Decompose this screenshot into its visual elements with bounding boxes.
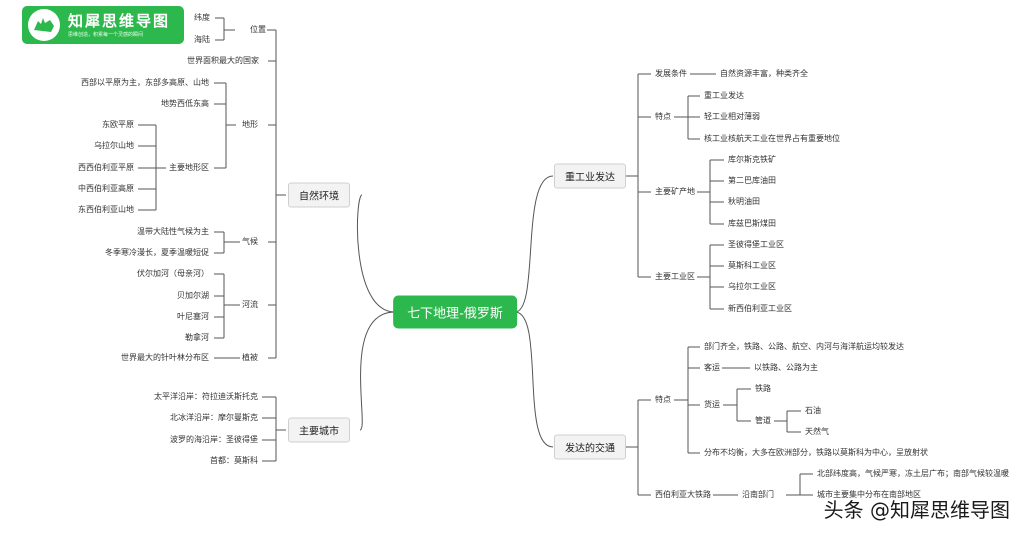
node-feature-3[interactable]: 核工业核航天工业在世界占有重要地位 [704,134,840,143]
branch-heavy-industry[interactable]: 重工业发达 [554,163,626,189]
node-feature-2[interactable]: 轻工业相对薄弱 [704,112,760,121]
node-mines[interactable]: 主要矿产地 [655,187,695,196]
node-river-4[interactable]: 勒拿河 [185,333,209,342]
node-river-3[interactable]: 叶尼塞河 [177,312,209,321]
node-industry-features[interactable]: 特点 [655,112,671,121]
branch-transport[interactable]: 发达的交通 [554,434,626,460]
node-passenger[interactable]: 客运 [704,363,720,372]
node-largest-country[interactable]: 世界面积最大的国家 [187,56,259,65]
node-siberia-detail-1[interactable]: 北部纬度高，气候严寒，冻土层广布；南部气候较温暖 [817,469,1009,478]
brand-name: 知犀思维导图 [68,12,171,30]
node-climate-2[interactable]: 冬季寒冷漫长，夏季温暖短促 [105,248,209,257]
node-siberia-detail-2[interactable]: 城市主要集中分布在南部地区 [817,490,921,499]
node-rivers[interactable]: 河流 [242,300,258,309]
node-landform-2[interactable]: 乌拉尔山地 [94,141,134,150]
node-major-landforms[interactable]: 主要地形区 [169,163,209,172]
node-zone-2[interactable]: 莫斯科工业区 [728,261,776,270]
brand-logo: 知犀思维导图 思维创造，积累每一个灵感的瞬间 [22,6,184,44]
node-landform-4[interactable]: 中西伯利亚高原 [78,184,134,193]
watermark: 头条 @知犀思维导图 [823,498,1010,522]
node-transport-features[interactable]: 特点 [655,395,671,404]
node-vegetation-1[interactable]: 世界最大的针叶林分布区 [121,353,209,362]
node-city-1[interactable]: 太平洋沿岸：符拉迪沃斯托克 [154,392,258,401]
node-landform-3[interactable]: 西西伯利亚平原 [78,163,134,172]
node-latitude[interactable]: 纬度 [194,13,210,22]
node-mine-3[interactable]: 秋明油田 [728,197,760,206]
node-terrain-slope[interactable]: 地势西低东高 [161,99,209,108]
node-city-4[interactable]: 首都：莫斯科 [210,456,258,465]
root-node[interactable]: 七下地理-俄罗斯 [393,295,517,329]
node-vegetation[interactable]: 植被 [242,353,258,362]
node-mine-1[interactable]: 库尔斯克铁矿 [728,155,776,164]
node-climate-1[interactable]: 温带大陆性气候为主 [137,227,209,236]
node-dev-conditions[interactable]: 发展条件 [655,69,687,78]
node-river-2[interactable]: 贝加尔湖 [177,291,209,300]
node-industrial-zones[interactable]: 主要工业区 [655,272,695,281]
node-landform-5[interactable]: 东西伯利亚山地 [78,205,134,214]
node-river-1[interactable]: 伏尔加河（母亲河） [137,269,209,278]
node-pipeline-oil[interactable]: 石油 [805,406,821,415]
node-zone-4[interactable]: 新西伯利亚工业区 [728,304,792,313]
node-transport-full[interactable]: 部门齐全，铁路、公路、航空、内河与海洋航运均较发达 [704,342,904,351]
node-siberian-railway[interactable]: 西伯利亚大铁路 [655,490,711,499]
node-land-sea[interactable]: 海陆 [194,35,210,44]
node-resources[interactable]: 自然资源丰富，种类齐全 [720,69,808,78]
node-freight-rail[interactable]: 铁路 [755,384,771,393]
node-mine-2[interactable]: 第二巴库油田 [728,176,776,185]
node-passenger-detail[interactable]: 以铁路、公路为主 [754,363,818,372]
node-zone-1[interactable]: 圣彼得堡工业区 [728,240,784,249]
node-mine-4[interactable]: 库兹巴斯煤田 [728,219,776,228]
node-pipeline-gas[interactable]: 天然气 [805,427,829,436]
node-transport-uneven[interactable]: 分布不均衡，大多在欧洲部分，铁路以莫斯科为中心，呈放射状 [704,448,928,457]
node-city-2[interactable]: 北冰洋沿岸：摩尔曼斯克 [170,413,258,422]
node-landform-1[interactable]: 东欧平原 [102,120,134,129]
branch-natural-environment[interactable]: 自然环境 [288,182,350,208]
node-city-3[interactable]: 波罗的海沿岸：圣彼得堡 [170,435,258,444]
node-siberia-south[interactable]: 沿南部门 [742,490,774,499]
node-feature-1[interactable]: 重工业发达 [704,91,744,100]
node-position[interactable]: 位置 [250,25,266,34]
node-freight[interactable]: 货运 [704,400,720,409]
node-freight-pipeline[interactable]: 管道 [755,416,771,425]
branch-major-cities[interactable]: 主要城市 [288,417,350,443]
node-terrain-west[interactable]: 西部以平原为主，东部多高原、山地 [81,78,209,87]
node-zone-3[interactable]: 乌拉尔工业区 [728,282,776,291]
node-terrain[interactable]: 地形 [242,120,258,129]
node-climate[interactable]: 气候 [242,237,258,246]
brand-slogan: 思维创造，积累每一个灵感的瞬间 [68,32,144,38]
rhino-logo-icon [28,9,60,41]
